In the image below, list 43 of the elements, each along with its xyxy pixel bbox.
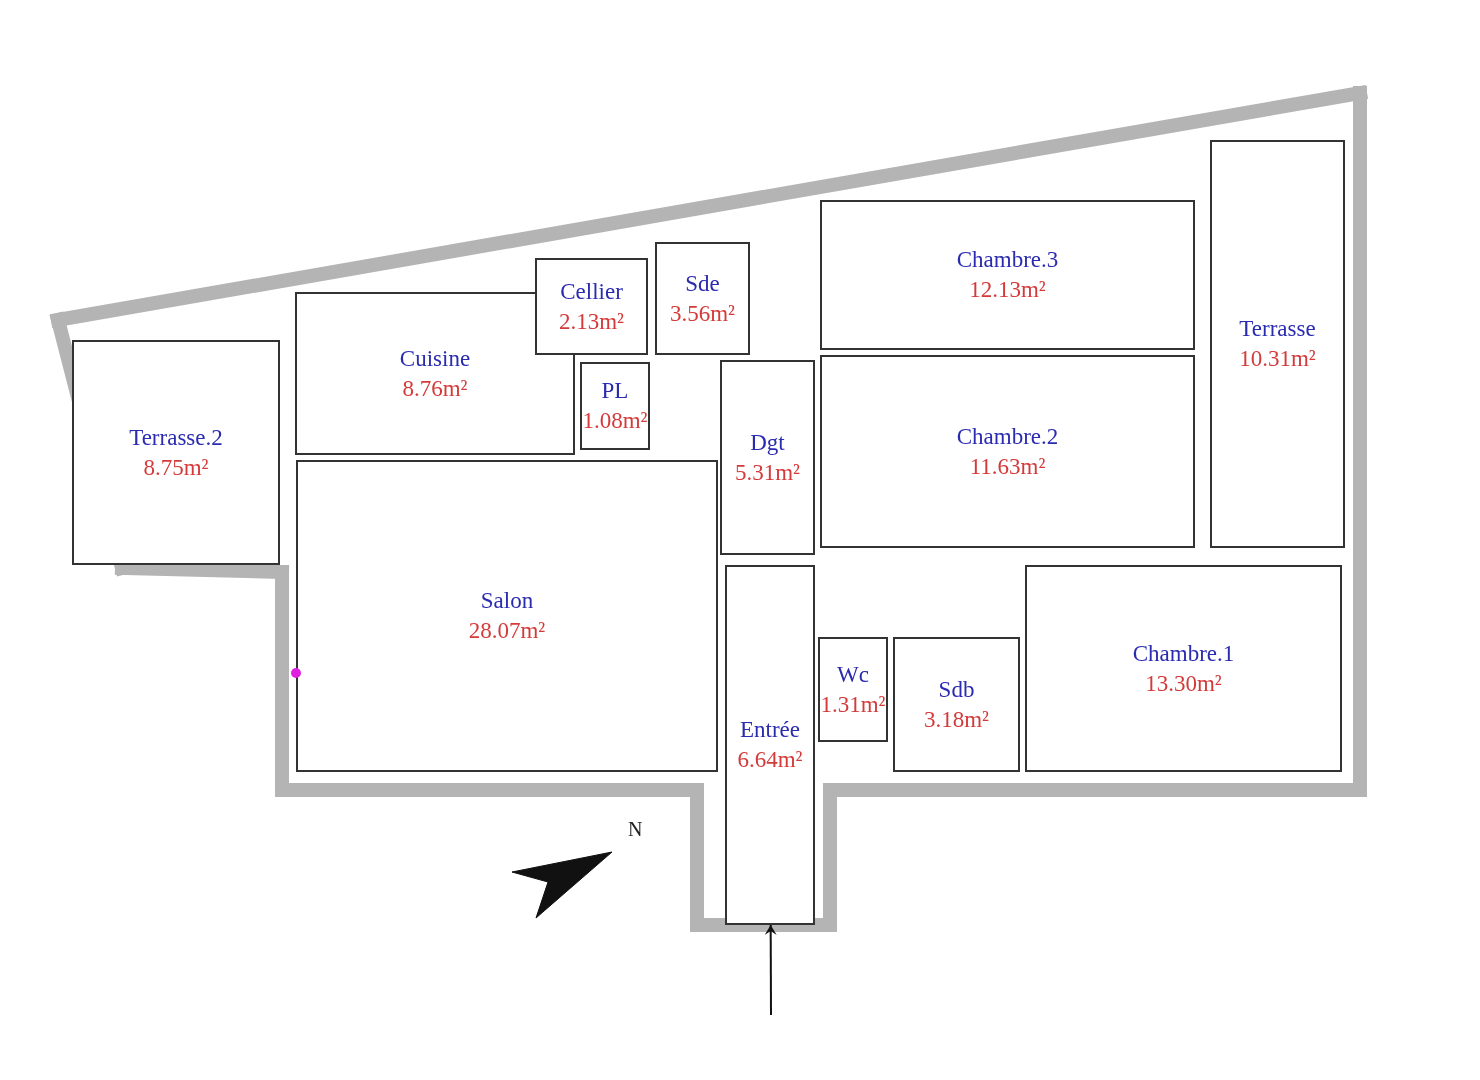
- room-name: Salon: [480, 587, 534, 615]
- room: [296, 460, 718, 772]
- room: [580, 362, 650, 450]
- room-name: Terrasse.2: [129, 423, 223, 452]
- room: [535, 258, 648, 355]
- room-area: 3.18m²: [923, 704, 989, 735]
- room-area: 1.08m²: [582, 406, 648, 436]
- room-name: Sdb: [938, 675, 975, 704]
- room: [893, 637, 1020, 772]
- room: [720, 360, 815, 555]
- room-area: 6.64m²: [737, 745, 803, 775]
- room-name: Chambre.3: [956, 246, 1059, 274]
- room-area: 8.75m²: [143, 452, 209, 483]
- room: [820, 355, 1195, 548]
- room-name: Chambre.1: [1132, 639, 1235, 668]
- room: [820, 200, 1195, 350]
- room-area: 5.31m²: [734, 457, 800, 488]
- north-label: N: [628, 818, 643, 841]
- room-area: 12.13m²: [969, 275, 1046, 305]
- room-area: 10.31m²: [1239, 344, 1316, 374]
- room-name: Cellier: [560, 277, 623, 306]
- room-area: 8.76m²: [402, 373, 468, 404]
- room: [72, 340, 280, 565]
- room-name: Sde: [685, 269, 720, 298]
- room: [818, 637, 888, 742]
- room-area: 3.56m²: [669, 298, 735, 329]
- room: [1210, 140, 1345, 548]
- room-name: Dgt: [750, 428, 785, 457]
- room-area: 11.63m²: [969, 451, 1046, 482]
- room-area: 28.07m²: [468, 616, 546, 646]
- room: [725, 565, 815, 925]
- room-area: 13.30m²: [1145, 668, 1222, 699]
- room-area: 2.13m²: [558, 306, 624, 337]
- room-name: Terrasse: [1239, 315, 1316, 343]
- room-name: Chambre.2: [956, 422, 1059, 451]
- room-name: Cuisine: [399, 344, 471, 373]
- room-area: 1.31m²: [820, 689, 886, 720]
- room: [1025, 565, 1342, 772]
- room-name: PL: [601, 377, 629, 405]
- entrance-arrow: [764, 924, 777, 1016]
- room-name: Wc: [837, 660, 869, 689]
- room-name: Entrée: [740, 716, 800, 744]
- room: [655, 242, 750, 355]
